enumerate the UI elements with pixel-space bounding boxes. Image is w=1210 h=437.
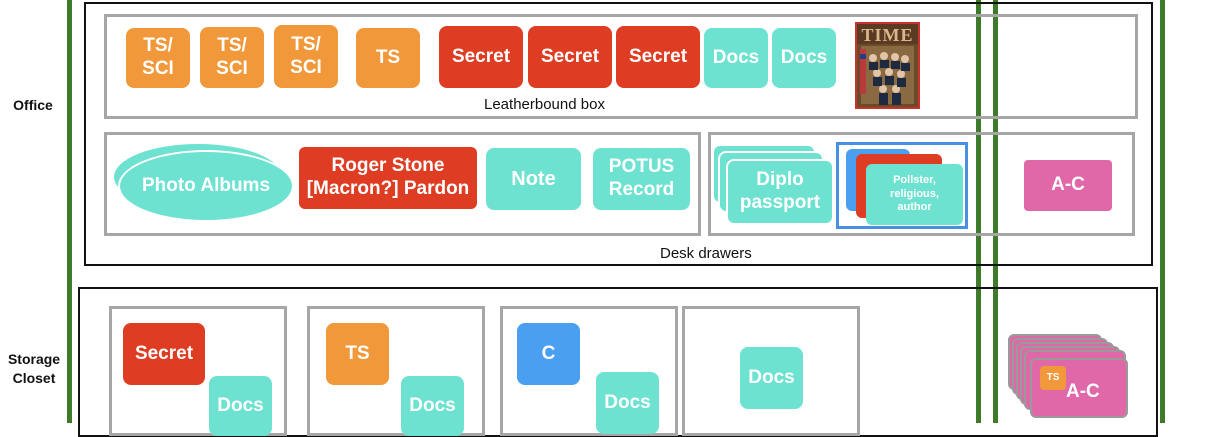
ac-stack-label: A-C [1066,381,1100,402]
storage-box-2-docs-chip: Docs [401,376,464,436]
leatherbound-box-caption: Leatherbound box [484,96,605,113]
storage-box-4-docs-chip: Docs [740,347,803,409]
ts-sci-chip-2: TS/ SCI [200,27,264,88]
secret-chip-1: Secret [439,26,523,88]
leatherbound-box [104,14,1138,119]
ts-sci-chip-1: TS/ SCI [126,28,190,88]
note-chip: Note [486,148,581,210]
magazine-cover-art [857,44,918,107]
desk-drawer-left [104,132,701,236]
pollster-highlight-frame [836,142,968,229]
desk-drawers-caption: Desk drawers [660,245,752,262]
docs-chip-1: Docs [704,28,768,88]
pollster-chip: Pollster, religious, author [866,164,963,225]
potus-record-chip: POTUS Record [593,148,690,210]
green-line-right [1160,0,1165,423]
desk-drawer-right [708,132,1135,236]
ac-stack-ts-badge: TS [1040,366,1066,390]
ts-sci-chip-3: TS/ SCI [274,25,338,88]
storage-box-3-c-chip: C [517,323,580,385]
storage-closet-label: Storage Closet [7,351,61,386]
docs-chip-2: Docs [772,28,836,88]
green-line-mid-1 [976,0,981,423]
green-line-left [67,0,72,423]
diplo-passport-chip: Diplo passport [726,159,834,225]
secret-chip-2: Secret [528,26,612,88]
ac-chip-office: A-C [1024,160,1112,211]
storage-box-1-docs-chip: Docs [209,376,272,436]
storage-box-3-docs-chip: Docs [596,372,659,434]
magazine-masthead: TIME [861,25,914,45]
office-label: Office [13,97,53,113]
photo-albums: Photo Albums [118,150,294,222]
pardon-chip: Roger Stone [Macron?] Pardon [299,147,477,209]
green-line-mid-2 [993,0,998,423]
storage-box-1-secret-chip: Secret [123,323,205,385]
time-magazine-cover: TIME [855,22,920,109]
storage-box-2-ts-chip: TS [326,323,389,385]
secret-chip-3: Secret [616,26,700,88]
office-frame [84,2,1153,266]
ts-chip: TS [356,28,420,88]
